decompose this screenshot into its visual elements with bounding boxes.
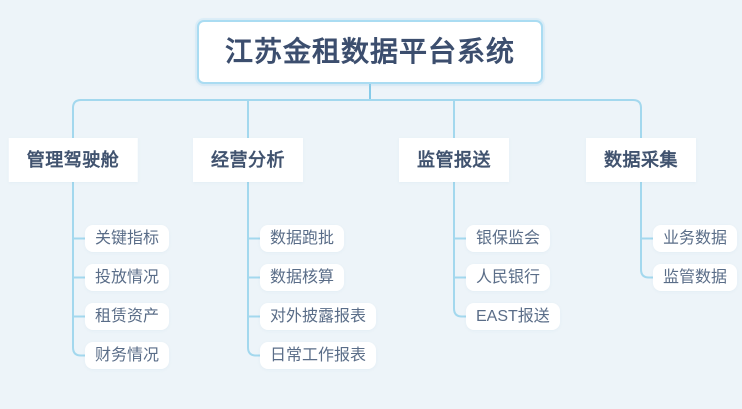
branch-node-1[interactable]: 管理驾驶舱 [8, 138, 138, 182]
leaf-node-1-2[interactable]: 投放情况 [85, 264, 170, 291]
leaf-node-2-3[interactable]: 对外披露报表 [260, 303, 377, 330]
leaf-node-3-1[interactable]: 银保监会 [466, 225, 551, 252]
leaf-node-4-2[interactable]: 监管数据 [653, 264, 738, 291]
leaf-node-1-3[interactable]: 租赁资产 [85, 303, 170, 330]
leaf-node-3-3[interactable]: EAST报送 [466, 303, 560, 330]
branch-node-2[interactable]: 经营分析 [193, 138, 303, 182]
leaf-node-3-2[interactable]: 人民银行 [466, 264, 551, 291]
branch-node-4[interactable]: 数据采集 [586, 138, 696, 182]
leaf-node-1-4[interactable]: 财务情况 [85, 342, 170, 369]
branch-node-3[interactable]: 监管报送 [399, 138, 509, 182]
leaf-node-2-4[interactable]: 日常工作报表 [260, 342, 377, 369]
root-node[interactable]: 江苏金租数据平台系统 [197, 20, 543, 84]
leaf-node-1-1[interactable]: 关键指标 [85, 225, 170, 252]
leaf-node-2-1[interactable]: 数据跑批 [260, 225, 345, 252]
leaf-node-4-1[interactable]: 业务数据 [653, 225, 738, 252]
leaf-node-2-2[interactable]: 数据核算 [260, 264, 345, 291]
